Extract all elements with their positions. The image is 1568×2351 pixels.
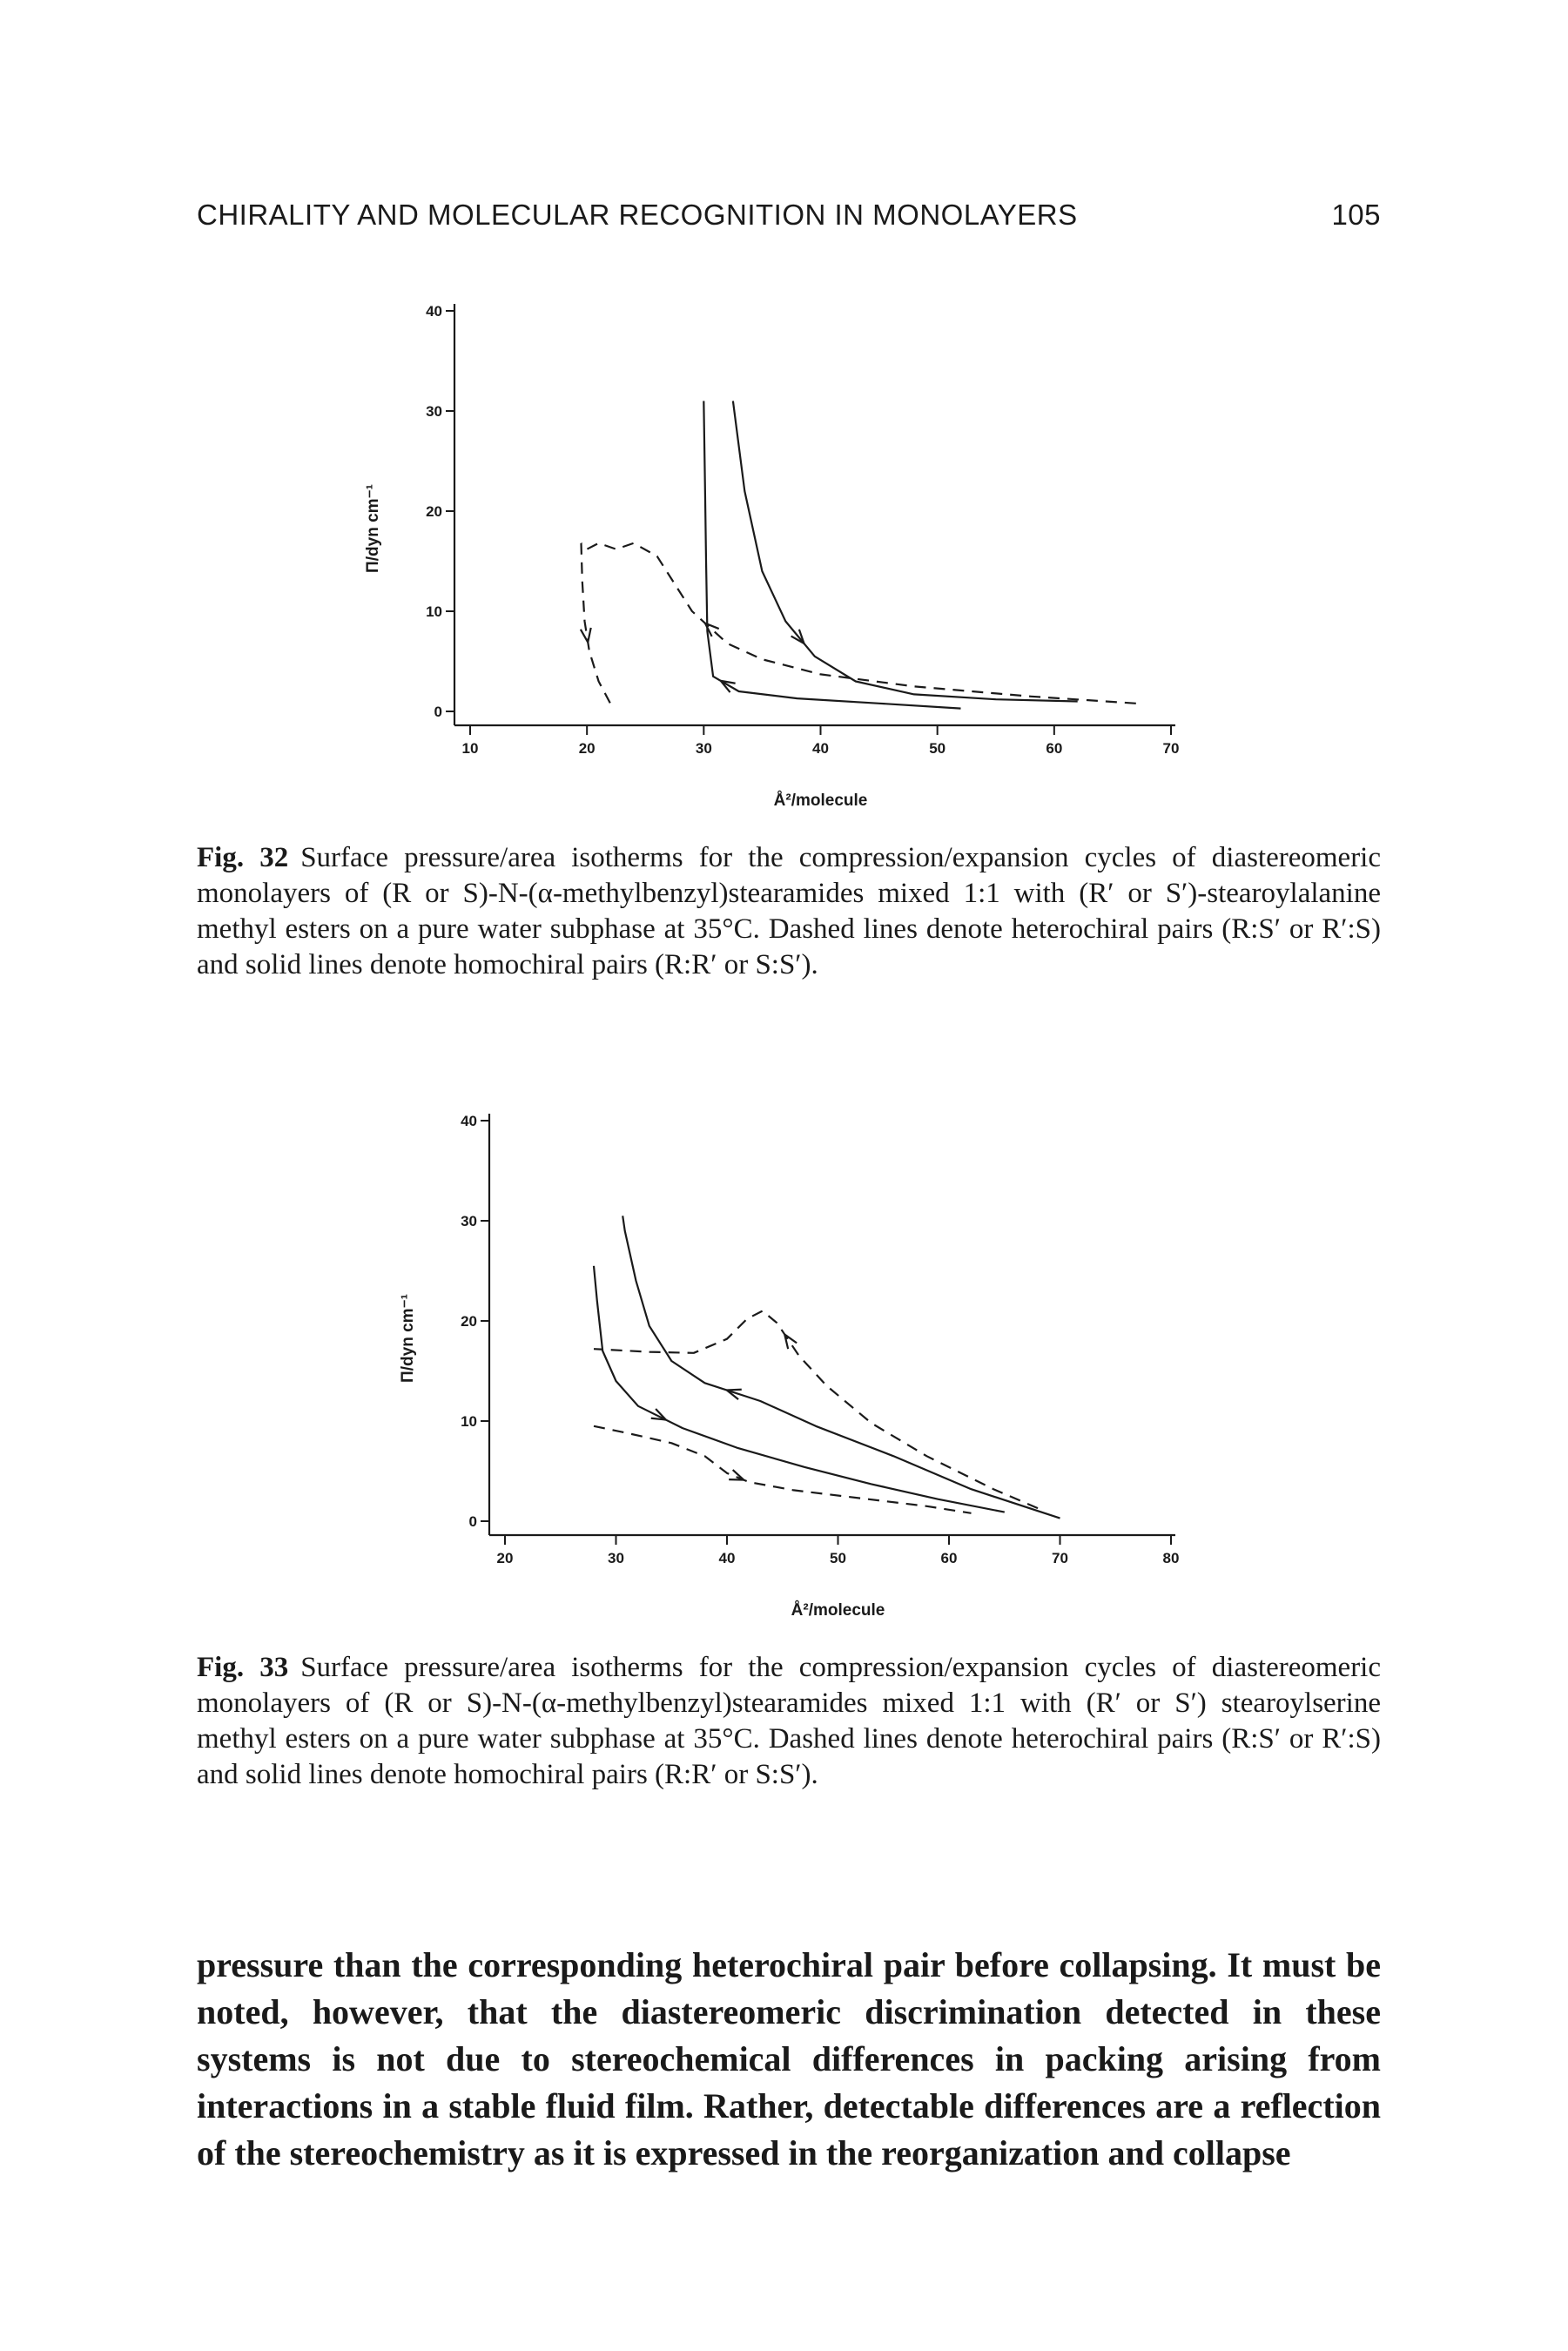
figure-32-number: Fig. 32: [197, 842, 289, 873]
figure-33-caption-text: Surface pressure/area isotherms for the …: [197, 1652, 1382, 1790]
y-tick-label: 0: [434, 704, 442, 720]
direction-arrow-icon: [791, 629, 806, 646]
x-tick-label: 80: [1163, 1550, 1180, 1566]
isotherm-solid-compression: [703, 401, 961, 710]
running-title: CHIRALITY AND MOLECULAR RECOGNITION IN M…: [197, 199, 1078, 231]
direction-arrow-icon: [703, 621, 720, 637]
isotherm-dashed-compression: [580, 542, 1136, 704]
x-tick-label: 40: [812, 740, 829, 757]
running-head: CHIRALITY AND MOLECULAR RECOGNITION IN M…: [197, 199, 1381, 242]
y-tick-label: 40: [426, 303, 442, 320]
y-tick-label: 40: [461, 1113, 477, 1129]
direction-arrow-icon: [579, 627, 592, 645]
direction-arrow-icon: [729, 1469, 747, 1481]
y-tick-label: 20: [461, 1313, 477, 1330]
y-tick-label: 20: [426, 503, 442, 520]
x-tick-label: 40: [719, 1550, 736, 1566]
isotherm-dashed-compression: [593, 1310, 1039, 1510]
x-tick-label: 60: [941, 1550, 958, 1566]
x-tick-label: 20: [579, 740, 596, 757]
isotherm-solid-expansion: [731, 401, 1078, 703]
x-tick-label: 30: [696, 740, 712, 757]
x-tick-label: 50: [830, 1550, 846, 1566]
y-tick-label: 30: [461, 1213, 477, 1229]
direction-arrow-icon: [783, 1331, 797, 1350]
y-tick-label: 0: [469, 1513, 477, 1530]
y-tick-label: 10: [426, 603, 442, 620]
direction-arrow-icon: [718, 679, 736, 693]
x-axis-label: Å²/molecule: [774, 792, 868, 810]
isotherm-dashed-expansion: [580, 542, 611, 704]
page-number: 105: [1331, 199, 1381, 231]
y-tick-label: 10: [461, 1413, 477, 1430]
figure-32-caption-text: Surface pressure/area isotherms for the …: [197, 842, 1382, 980]
y-axis-label: Π/dyn cm⁻¹: [364, 484, 382, 573]
x-tick-label: 70: [1163, 740, 1180, 757]
body-paragraph: pressure than the corresponding heteroch…: [197, 1945, 1381, 2172]
direction-arrow-icon: [723, 1388, 742, 1400]
x-tick-label: 70: [1052, 1550, 1068, 1566]
isotherm-solid-expansion: [592, 1265, 1006, 1513]
y-tick-label: 30: [426, 403, 442, 420]
x-tick-label: 10: [462, 740, 479, 757]
isotherm-solid-compression: [622, 1216, 1060, 1519]
y-axis-label: Π/dyn cm⁻¹: [399, 1294, 417, 1383]
direction-arrow-icon: [650, 1408, 669, 1421]
x-axis-label: Å²/molecule: [791, 1601, 885, 1620]
isotherm-dashed-expansion: [593, 1425, 972, 1514]
figure-33-number: Fig. 33: [197, 1652, 289, 1683]
x-tick-label: 60: [1046, 740, 1062, 757]
x-tick-label: 50: [929, 740, 946, 757]
x-tick-label: 30: [608, 1550, 624, 1566]
x-tick-label: 20: [497, 1550, 514, 1566]
